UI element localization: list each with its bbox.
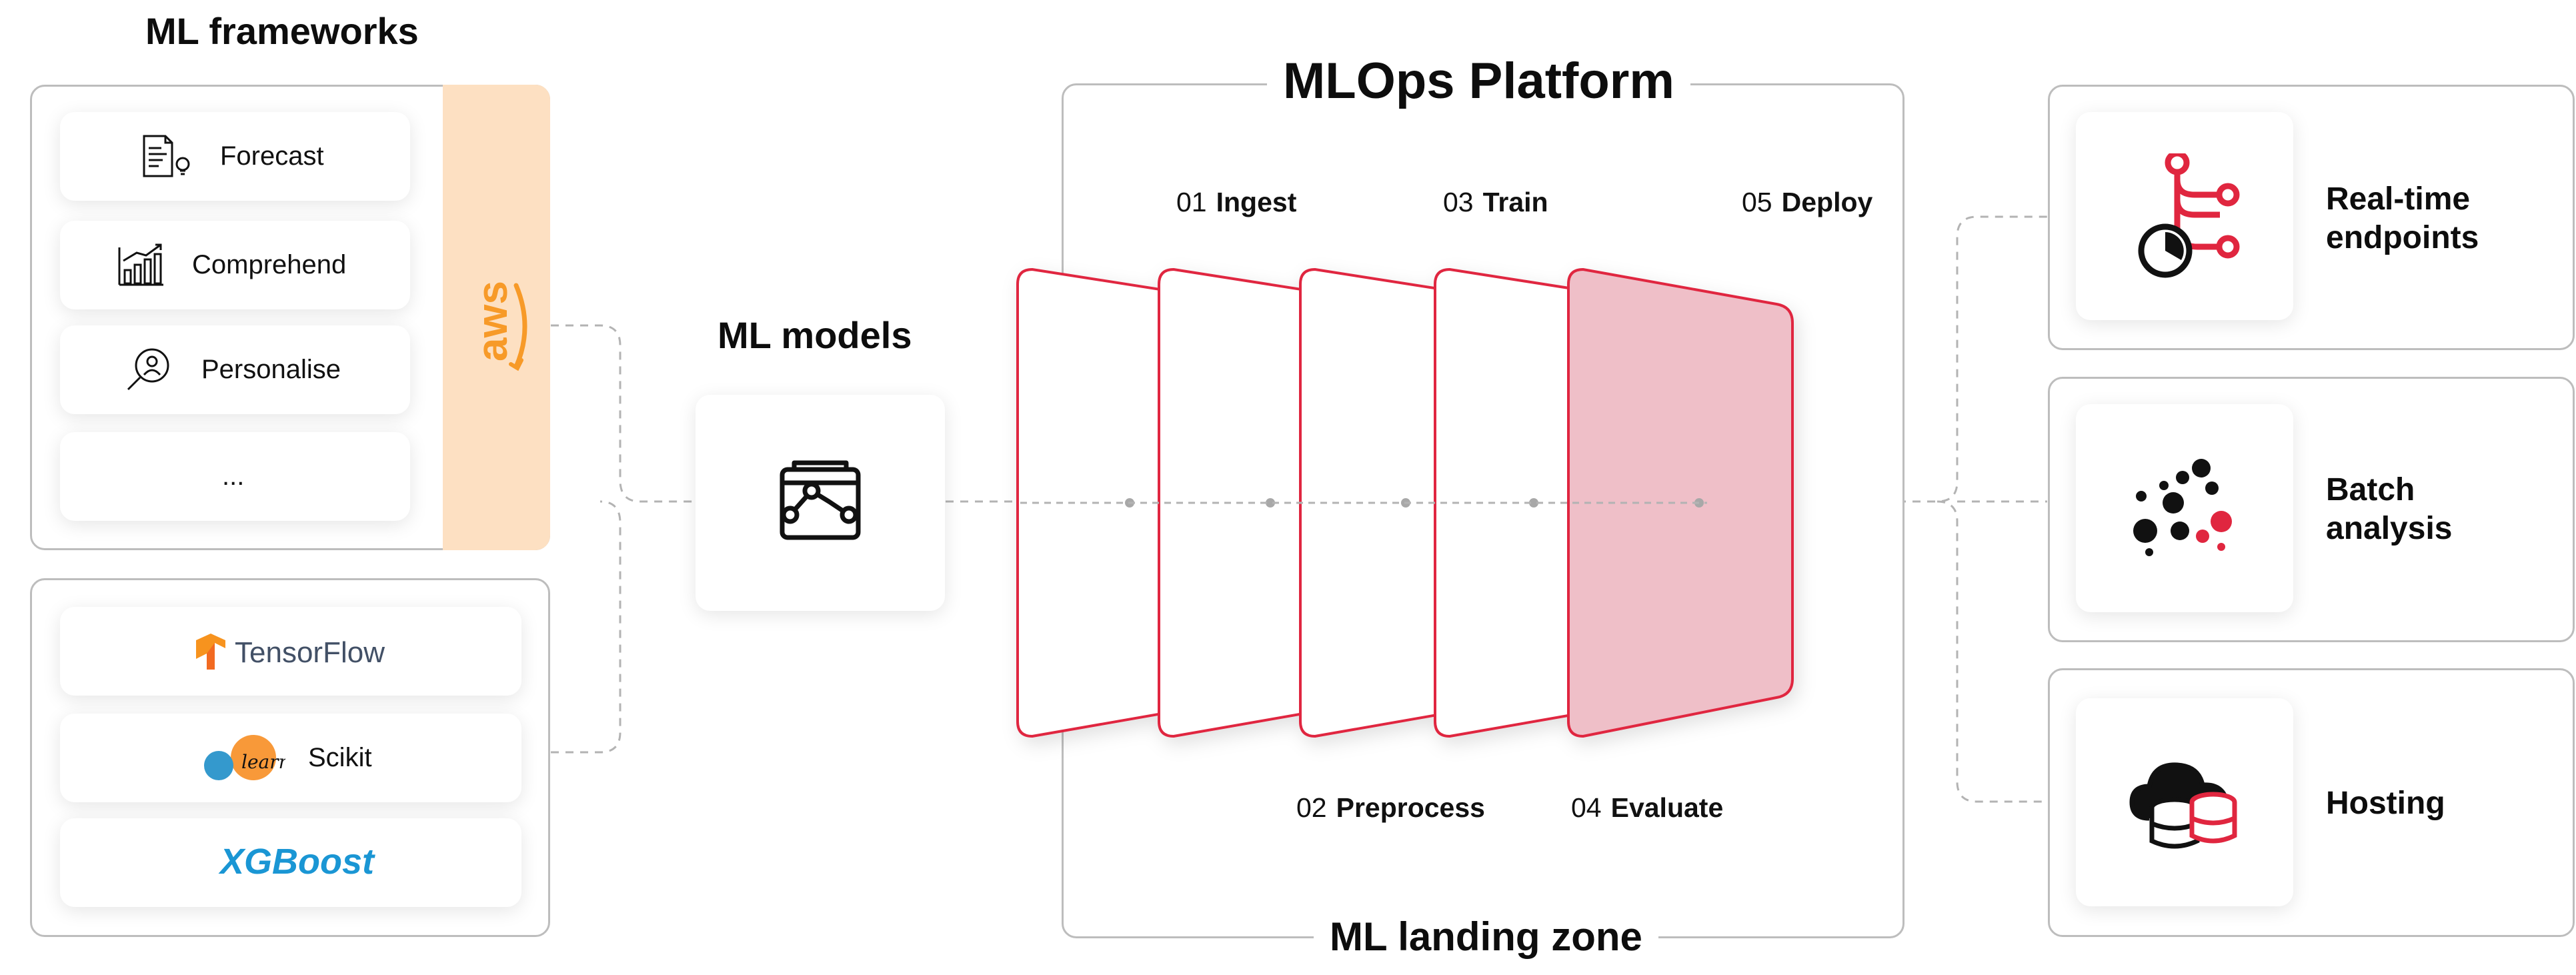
output-label-hosting: Hosting xyxy=(2326,786,2445,821)
aws-panel xyxy=(443,85,550,550)
framework-card-scikit[interactable]: learn Scikit xyxy=(60,714,521,802)
mlops-platform-title: MLOps Platform xyxy=(1267,52,1690,110)
service-card-personalise[interactable]: Personalise xyxy=(60,325,410,414)
service-card-more[interactable]: ... xyxy=(60,432,410,521)
document-lightbulb-icon xyxy=(141,133,195,180)
output-icon-card-batch xyxy=(2076,404,2293,612)
tensorflow-logo-icon xyxy=(193,634,228,671)
framework-label: Scikit xyxy=(308,743,372,772)
framework-card-xgboost[interactable]: XGBoost xyxy=(60,818,521,907)
cloud-database-icon xyxy=(2129,757,2243,850)
service-card-forecast[interactable]: Forecast xyxy=(60,112,410,201)
output-icon-card-hosting xyxy=(2076,698,2293,906)
svg-text:aws: aws xyxy=(468,281,516,361)
output-icon-card-realtime xyxy=(2076,112,2293,320)
ml-models-card[interactable] xyxy=(696,395,945,611)
framework-card-tensorflow[interactable]: TensorFlow xyxy=(60,607,521,696)
bar-chart-growth-icon xyxy=(117,241,167,289)
service-label: Personalise xyxy=(201,355,341,384)
person-search-icon xyxy=(124,345,175,393)
service-card-comprehend[interactable]: Comprehend xyxy=(60,221,410,309)
scikit-learn-logo-icon: learn xyxy=(201,732,291,787)
model-box-icon xyxy=(777,460,864,543)
service-label: ... xyxy=(222,461,245,491)
aws-logo-icon: aws xyxy=(460,267,533,387)
service-label: Comprehend xyxy=(192,250,347,279)
ml-landing-zone-label: ML landing zone xyxy=(1314,914,1658,960)
ml-frameworks-title: ML frameworks xyxy=(145,10,419,52)
ml-models-title: ML models xyxy=(718,314,912,356)
svg-text:learn: learn xyxy=(241,751,285,773)
scatter-dots-icon xyxy=(2129,459,2243,559)
branch-timer-icon xyxy=(2131,150,2244,280)
xgboost-logo-icon: XGBoost xyxy=(220,842,375,882)
service-label: Forecast xyxy=(220,141,324,171)
framework-label: TensorFlow xyxy=(235,636,385,669)
